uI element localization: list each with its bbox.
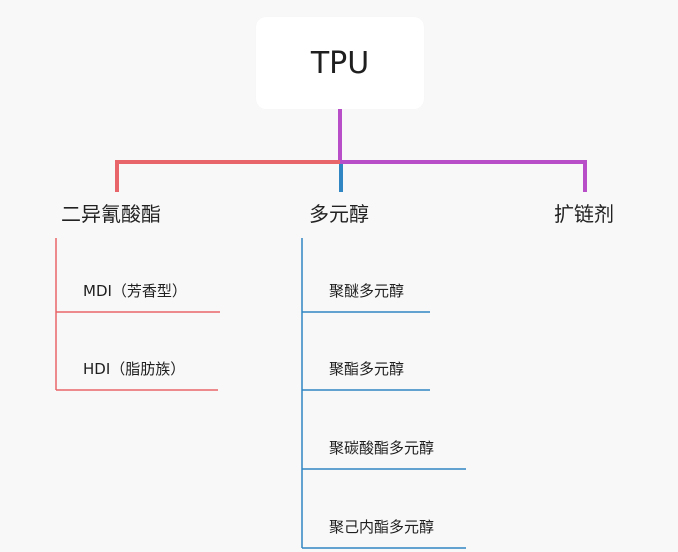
- branch-label-polyol: 多元醇: [309, 202, 369, 226]
- leaf-mdi: MDI（芳香型）: [83, 282, 187, 300]
- root-node-label: TPU: [310, 45, 370, 81]
- root-node-box: TPU: [256, 17, 424, 109]
- leaf-polyester-polyol: 聚酯多元醇: [329, 360, 405, 378]
- branch-label-diisocyanate: 二异氰酸酯: [61, 202, 161, 226]
- leaf-polyether-polyol: 聚醚多元醇: [329, 282, 405, 300]
- branch-label-chain-extender: 扩链剂: [554, 202, 614, 226]
- leaf-hdi: HDI（脂肪族）: [83, 360, 186, 378]
- leaf-polycaprolactone-polyol: 聚己内酯多元醇: [329, 518, 435, 536]
- leaf-polycarbonate-polyol: 聚碳酸酯多元醇: [329, 439, 435, 457]
